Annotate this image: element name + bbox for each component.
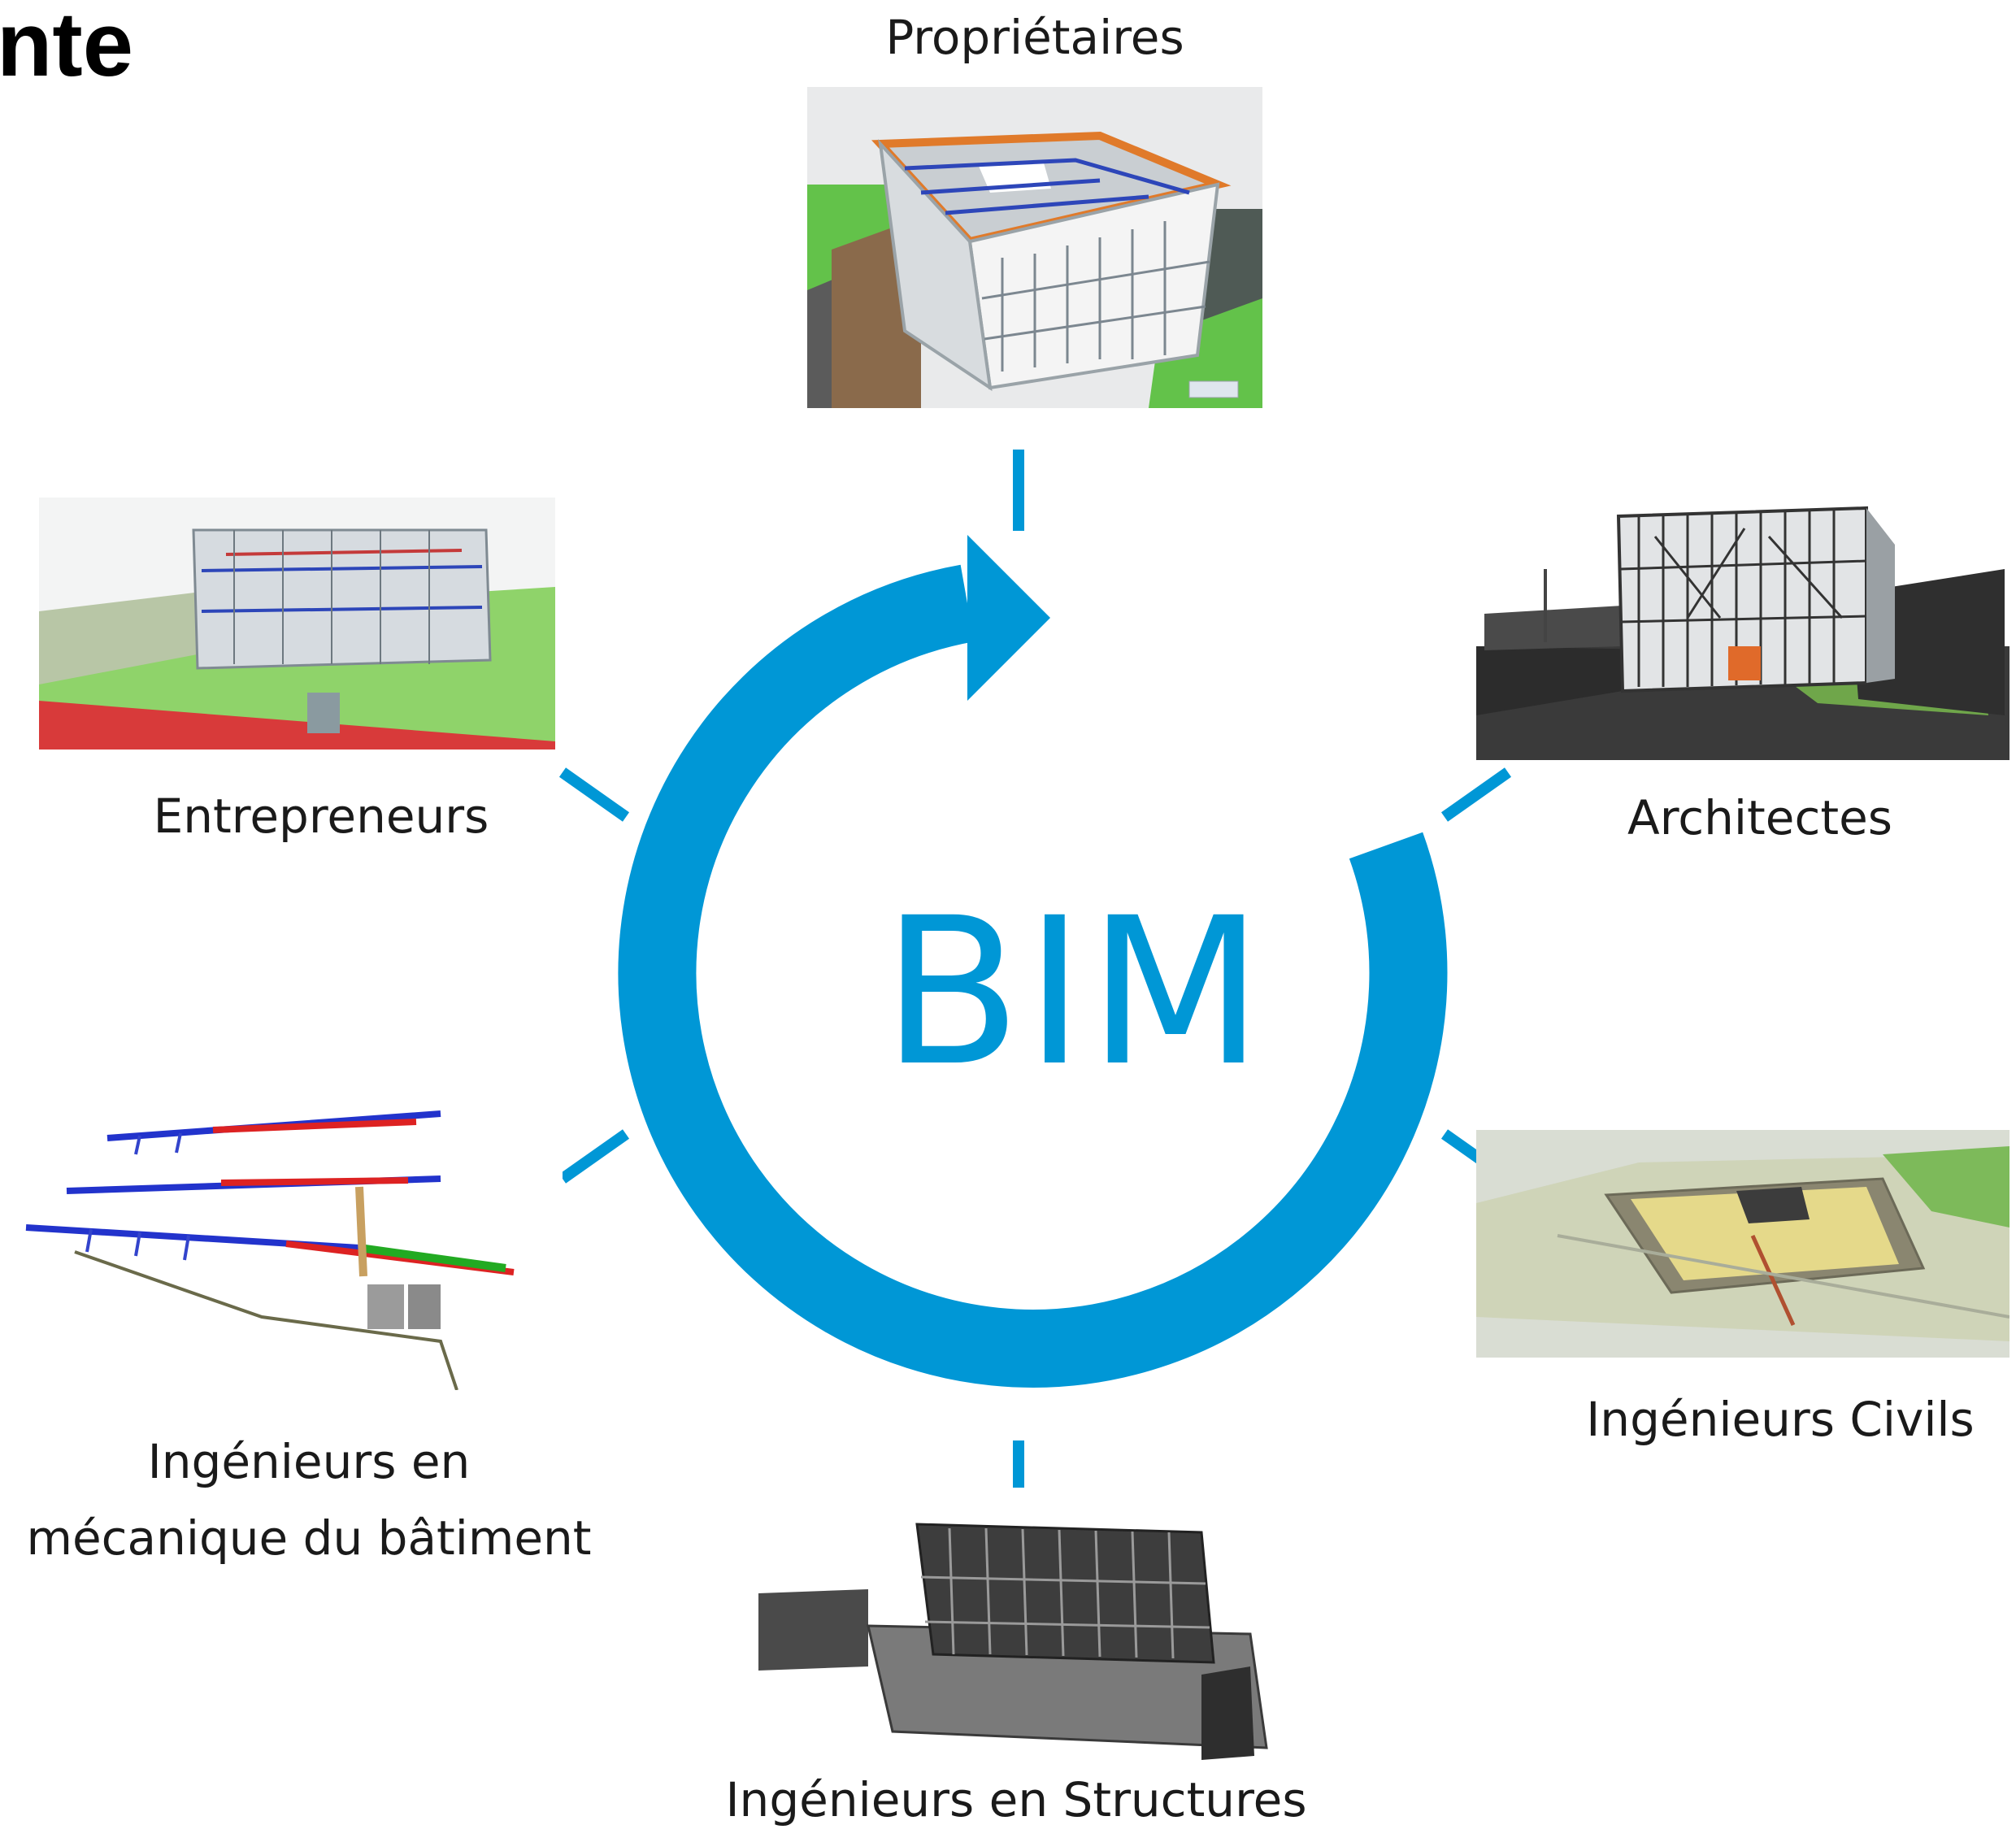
building-render-architectes bbox=[1476, 471, 2009, 760]
connector-upper-right bbox=[1440, 767, 1512, 822]
role-label-architectes: Architectes bbox=[1627, 790, 1892, 845]
cycle-ring bbox=[618, 564, 1448, 1388]
role-label-entrepreneurs: Entrepreneurs bbox=[153, 789, 489, 844]
connector-lower-left bbox=[558, 1129, 630, 1184]
connector-upper-left bbox=[558, 767, 630, 822]
mep-render-ingenieurs-mecanique bbox=[18, 1089, 563, 1390]
building-render-entrepreneurs bbox=[39, 498, 555, 750]
role-label-ingenieurs-structures: Ingénieurs en Structures bbox=[725, 1772, 1307, 1827]
role-label-proprietaires: Propriétaires bbox=[885, 10, 1184, 65]
cycle-arrow-head bbox=[967, 535, 1050, 701]
role-label-ingenieurs-civils: Ingénieurs Civils bbox=[1586, 1392, 1975, 1447]
structure-render-ingenieurs-structures bbox=[746, 1488, 1275, 1772]
site-render-ingenieurs-civils bbox=[1476, 1130, 2009, 1358]
bim-center-label: BIM bbox=[882, 874, 1267, 1110]
page-title-fragment: nte bbox=[0, 0, 133, 95]
building-render-proprietaires bbox=[807, 87, 1262, 408]
role-label-ingenieurs-mecanique-line2: mécanique du bâtiment bbox=[26, 1510, 592, 1566]
role-label-ingenieurs-mecanique-line1: Ingénieurs en bbox=[147, 1434, 471, 1489]
